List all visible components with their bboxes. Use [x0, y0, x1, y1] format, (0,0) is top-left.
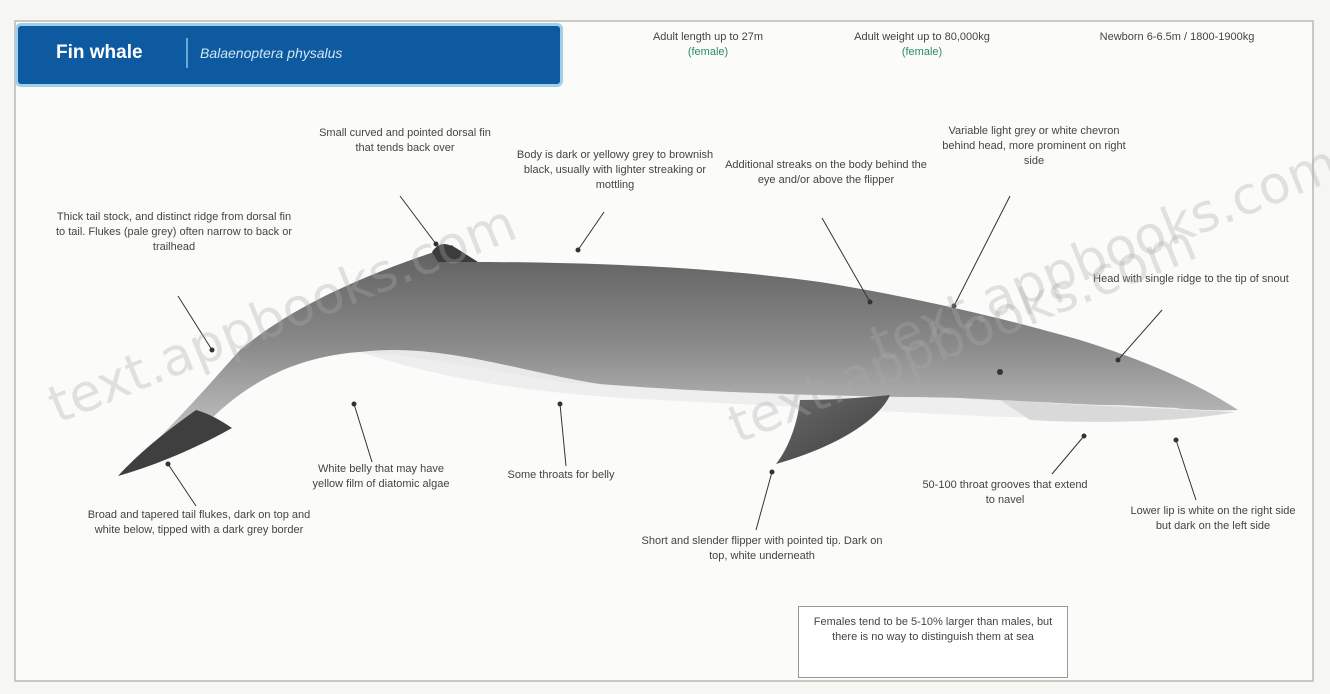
label-throat: Some throats for belly [496, 468, 626, 483]
sex-note-box: Females tend to be 5-10% larger than mal… [798, 606, 1068, 678]
tail-fluke [118, 410, 232, 476]
label-flipper: Short and slender flipper with pointed t… [640, 534, 884, 564]
dorsal-fin [432, 244, 478, 262]
label-grooves: 50-100 throat grooves that extend to nav… [920, 478, 1090, 508]
label-head: Head with single ridge to the tip of sno… [1086, 272, 1296, 287]
label-belly: White belly that may have yellow film of… [302, 462, 460, 492]
label-jaw: Lower lip is white on the right side but… [1124, 504, 1302, 534]
label-tail-stock: Thick tail stock, and distinct ridge fro… [54, 210, 294, 255]
label-chevron: Variable light grey or white chevron beh… [936, 124, 1132, 169]
label-blaze: Additional streaks on the body behind th… [720, 158, 932, 188]
label-flukes: Broad and tapered tail flukes, dark on t… [84, 508, 314, 538]
whale-body [118, 245, 1238, 476]
label-dorsal-fin: Small curved and pointed dorsal fin that… [312, 126, 498, 156]
label-body-color: Body is dark or yellowy grey to brownish… [506, 148, 724, 193]
whale-eye [997, 369, 1003, 375]
